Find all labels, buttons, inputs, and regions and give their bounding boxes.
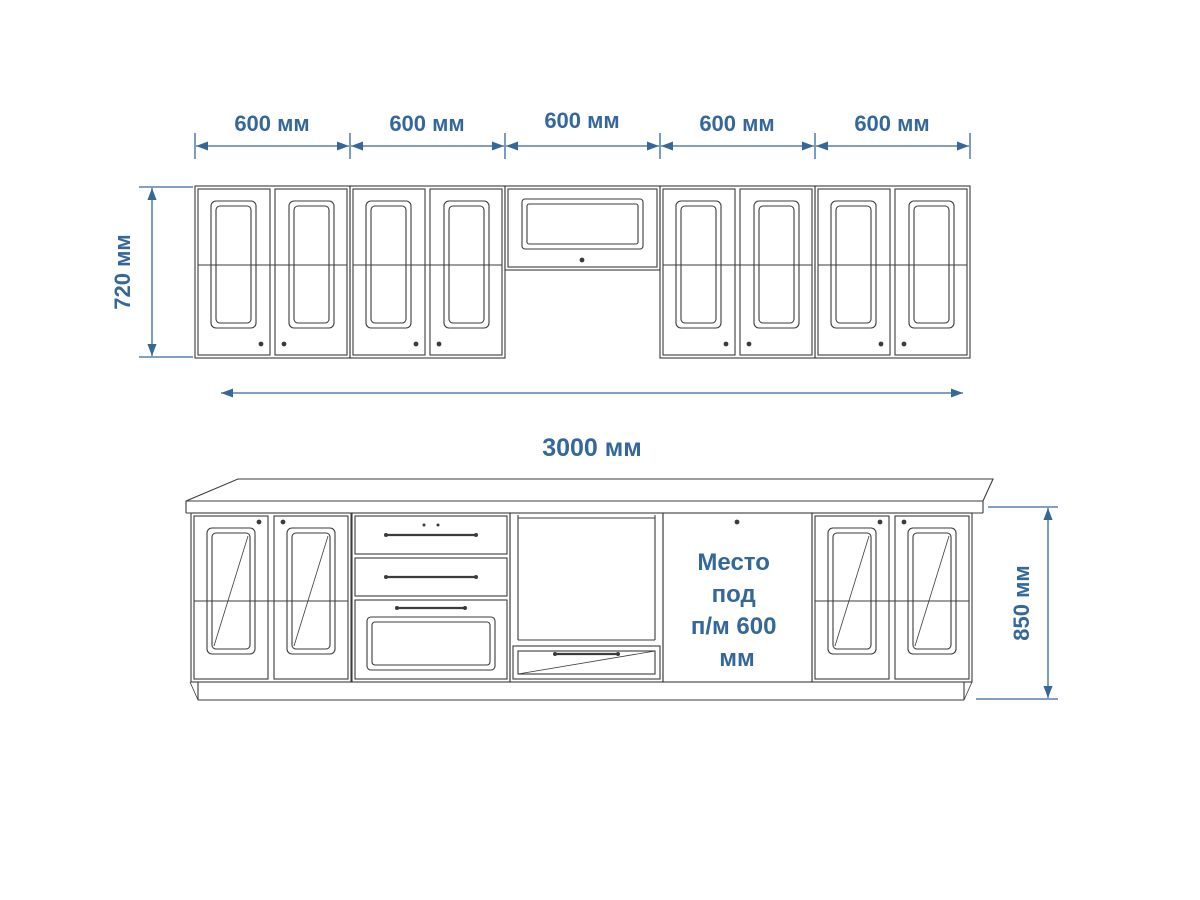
upper-cabinet-run [194,185,971,359]
dim-label-upper-height: 720 мм [110,234,135,309]
lower-cabinet-run: Место под п/м 600 мм [189,512,973,701]
lower-drawer-stack [351,512,511,683]
lower-cabinet-doors-right [811,512,973,683]
upper-cabinet-1 [194,185,351,359]
dimensions: 600 мм 600 мм 600 мм 600 мм 600 мм 720 м… [110,108,1058,700]
plinth [189,681,973,701]
upper-hood-cabinet [504,185,661,271]
total-width-dimension: 3000 мм [221,388,963,462]
lower-oven-niche [509,512,664,683]
appliance-space-note: Место под п/м 600 мм [691,549,783,672]
dim-label-section-3: 600 мм [544,108,619,133]
dim-label-lower-height: 850 мм [1009,565,1034,640]
lower-cabinet-doors-left [190,512,352,683]
dim-label-section-5: 600 мм [854,111,929,136]
dim-label-section-4: 600 мм [699,111,774,136]
upper-height-dimension: 720 мм [110,186,193,358]
lower-appliance-space: Место под п/м 600 мм [662,512,813,683]
upper-cabinet-5 [814,185,971,359]
dim-label-section-1: 600 мм [234,111,309,136]
dim-label-total-width: 3000 мм [542,434,642,462]
lower-height-dimension: 850 мм [976,506,1058,700]
countertop [185,478,994,514]
upper-section-dimensions: 600 мм 600 мм 600 мм 600 мм 600 мм [194,108,971,159]
dim-label-section-2: 600 мм [389,111,464,136]
upper-cabinet-2 [349,185,506,359]
upper-cabinet-4 [659,185,816,359]
